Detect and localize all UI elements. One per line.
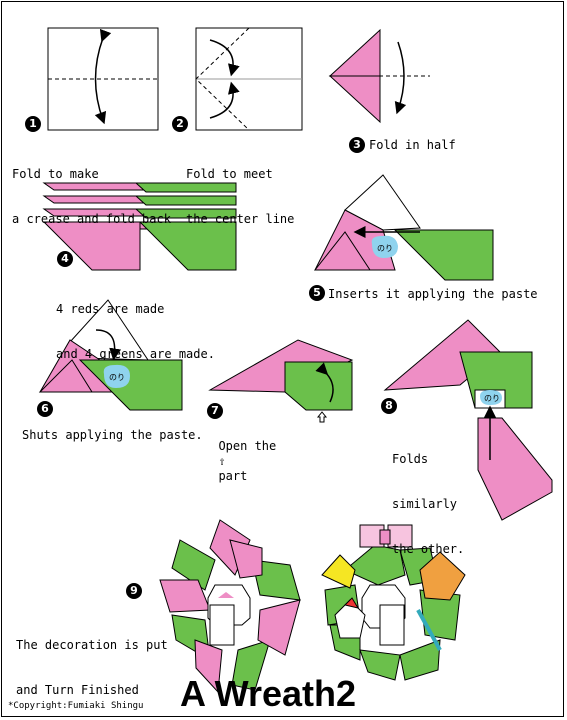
step-1-caption: Fold to make a crease and fold back (12, 137, 171, 242)
step-3-illustration (328, 28, 430, 124)
step-9-line-1: The decoration is put (16, 638, 168, 652)
step-number-3: 3 (349, 137, 365, 153)
step-2-caption: Fold to meet the center line (186, 137, 294, 242)
step-7-text-b: part (218, 469, 248, 483)
step-5-caption: Inserts it applying the paste (328, 287, 538, 301)
step-number-1: 1 (25, 116, 41, 132)
step-number-8: 8 (381, 398, 397, 414)
page-title: A Wreath2 (180, 673, 357, 714)
step-2-line-1: Fold to meet (186, 167, 273, 181)
step-8-line-3: the other. (392, 542, 465, 556)
step-number-9: 9 (126, 583, 142, 599)
step-3-caption: Fold in half (369, 138, 456, 152)
step-8-caption: Folds similarly the other. (392, 422, 464, 572)
copyright-notice: *Copyright:Fumiaki Shingu (8, 701, 144, 711)
step-number-7: 7 (207, 403, 223, 419)
step-2-illustration (195, 27, 303, 131)
step-4-line-1: 4 reds are made (56, 302, 165, 316)
up-arrow-outline-icon: ⇧ (218, 454, 226, 468)
step-5-illustration: のり (313, 174, 494, 281)
step-1-line-2: a crease and fold back (12, 212, 171, 226)
paste-label-step8: のり (484, 394, 500, 403)
step-number-4: 4 (57, 251, 73, 267)
wreath-finished-left (159, 519, 301, 694)
step-1-line-1: Fold to make (12, 167, 99, 181)
step-number-2: 2 (172, 116, 188, 132)
step-number-5: 5 (309, 285, 325, 301)
step-6-illustration: のり (38, 299, 183, 411)
paste-label-step6: のり (109, 373, 125, 382)
step-2-line-2: the center line (186, 212, 295, 226)
step-8-illustration: のり (383, 319, 553, 521)
step-9-line-2: and Turn Finished (16, 683, 139, 697)
step-1-illustration (47, 27, 159, 131)
wreath-finished-right (321, 524, 466, 681)
step-4-caption: 4 reds are made and 4 greens are made. (56, 272, 215, 377)
step-8-line-1: Folds (392, 452, 429, 466)
step-7-text-a: Open the (218, 439, 277, 453)
step-7-illustration (208, 339, 354, 423)
step-9-caption: The decoration is put and Turn Finished (16, 608, 168, 713)
step-7-caption: Open the ⇧ part (204, 424, 276, 484)
step-6-caption: Shuts applying the paste. (22, 428, 203, 442)
step-4-line-2: and 4 greens are made. (56, 347, 215, 361)
step-4-illustration (42, 182, 237, 271)
step-8-line-2: similarly (392, 497, 458, 511)
step-number-6: 6 (37, 401, 53, 417)
paste-label: のり (377, 244, 393, 253)
